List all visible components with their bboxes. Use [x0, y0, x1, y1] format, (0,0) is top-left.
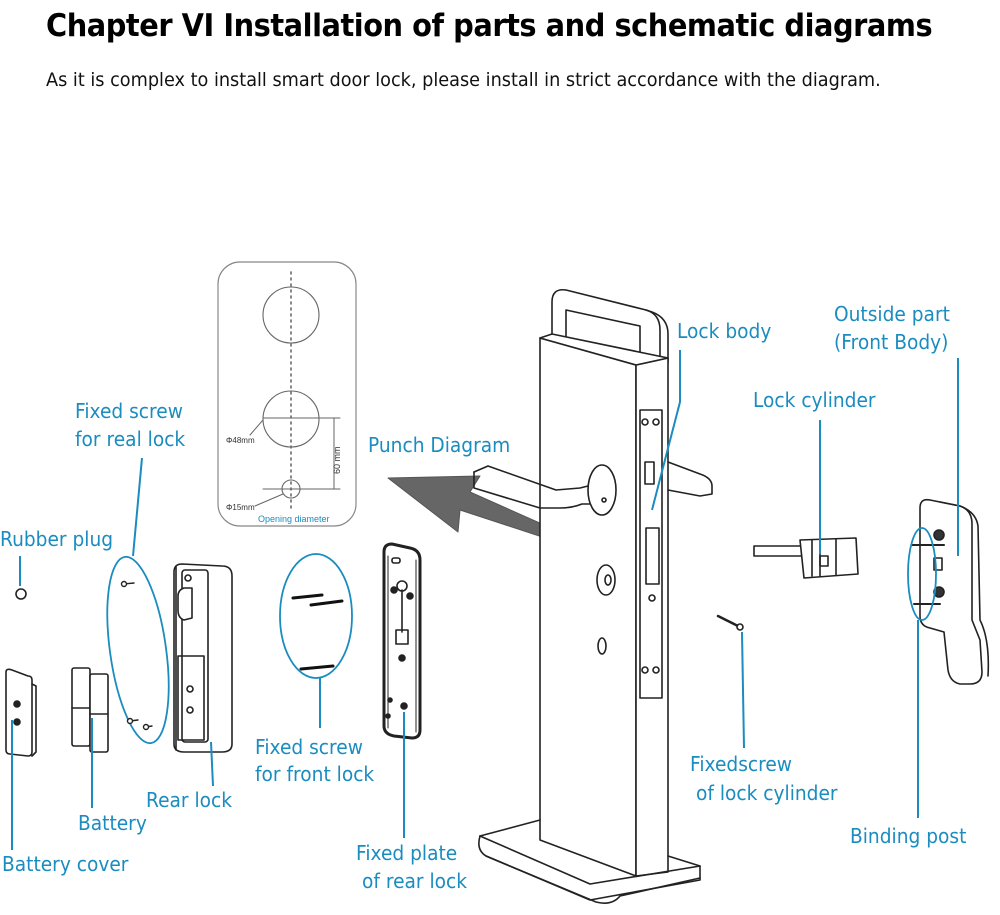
- outside-part: [911, 498, 990, 685]
- small-hole-diameter: Φ15mm: [226, 503, 255, 512]
- label-fixedscrew-cylinder-1: Fixedscrew: [690, 752, 793, 776]
- cylinder-screw: [716, 614, 744, 631]
- label-rear-lock: Rear lock: [146, 788, 233, 812]
- label-fixed-screw-front-2: for front lock: [255, 762, 375, 786]
- label-battery: Battery: [78, 811, 147, 835]
- label-fixed-screw-rear-2: for real lock: [75, 427, 186, 451]
- page-title: Chapter VI Installation of parts and sch…: [46, 8, 933, 44]
- label-fixed-plate-2: of rear lock: [362, 869, 468, 893]
- intro-paragraph: As it is complex to install smart door l…: [46, 69, 881, 91]
- middle-hole: [262, 390, 320, 448]
- label-battery-cover: Battery cover: [2, 852, 129, 876]
- label-lock-cylinder: Lock cylinder: [753, 388, 876, 412]
- door-model: [473, 288, 713, 904]
- label-fixed-plate-1: Fixed plate: [356, 841, 458, 865]
- label-binding-post: Binding post: [850, 824, 967, 848]
- large-hole-diameter: Φ48mm: [226, 436, 255, 445]
- label-rubber-plug: Rubber plug: [0, 527, 114, 551]
- battery-cover-part: [5, 668, 37, 757]
- rubber-plug: [15, 588, 27, 600]
- front-screws: [291, 593, 344, 671]
- label-outside-part-2: (Front Body): [834, 330, 949, 354]
- label-lock-body: Lock body: [677, 319, 772, 343]
- upper-hole: [262, 286, 320, 344]
- lock-cylinder-part: [753, 537, 859, 579]
- punch-diagram-card: [217, 261, 357, 527]
- label-punch-diagram: Punch Diagram: [368, 433, 511, 457]
- label-fixed-screw-rear-1: Fixed screw: [75, 399, 183, 423]
- rear-lock-part: [173, 563, 233, 753]
- opening-diameter-caption: Opening diameter: [258, 514, 330, 524]
- label-fixed-screw-front-1: Fixed screw: [255, 735, 363, 759]
- label-fixedscrew-cylinder-2: of lock cylinder: [696, 781, 838, 805]
- label-outside-part-1: Outside part: [834, 302, 950, 326]
- leader-lines: [11, 350, 959, 850]
- fixed-plate-part: [382, 542, 422, 740]
- rear-screws: [120, 580, 153, 731]
- hole-spacing: 60 mm: [332, 446, 342, 474]
- battery-part: [71, 667, 109, 753]
